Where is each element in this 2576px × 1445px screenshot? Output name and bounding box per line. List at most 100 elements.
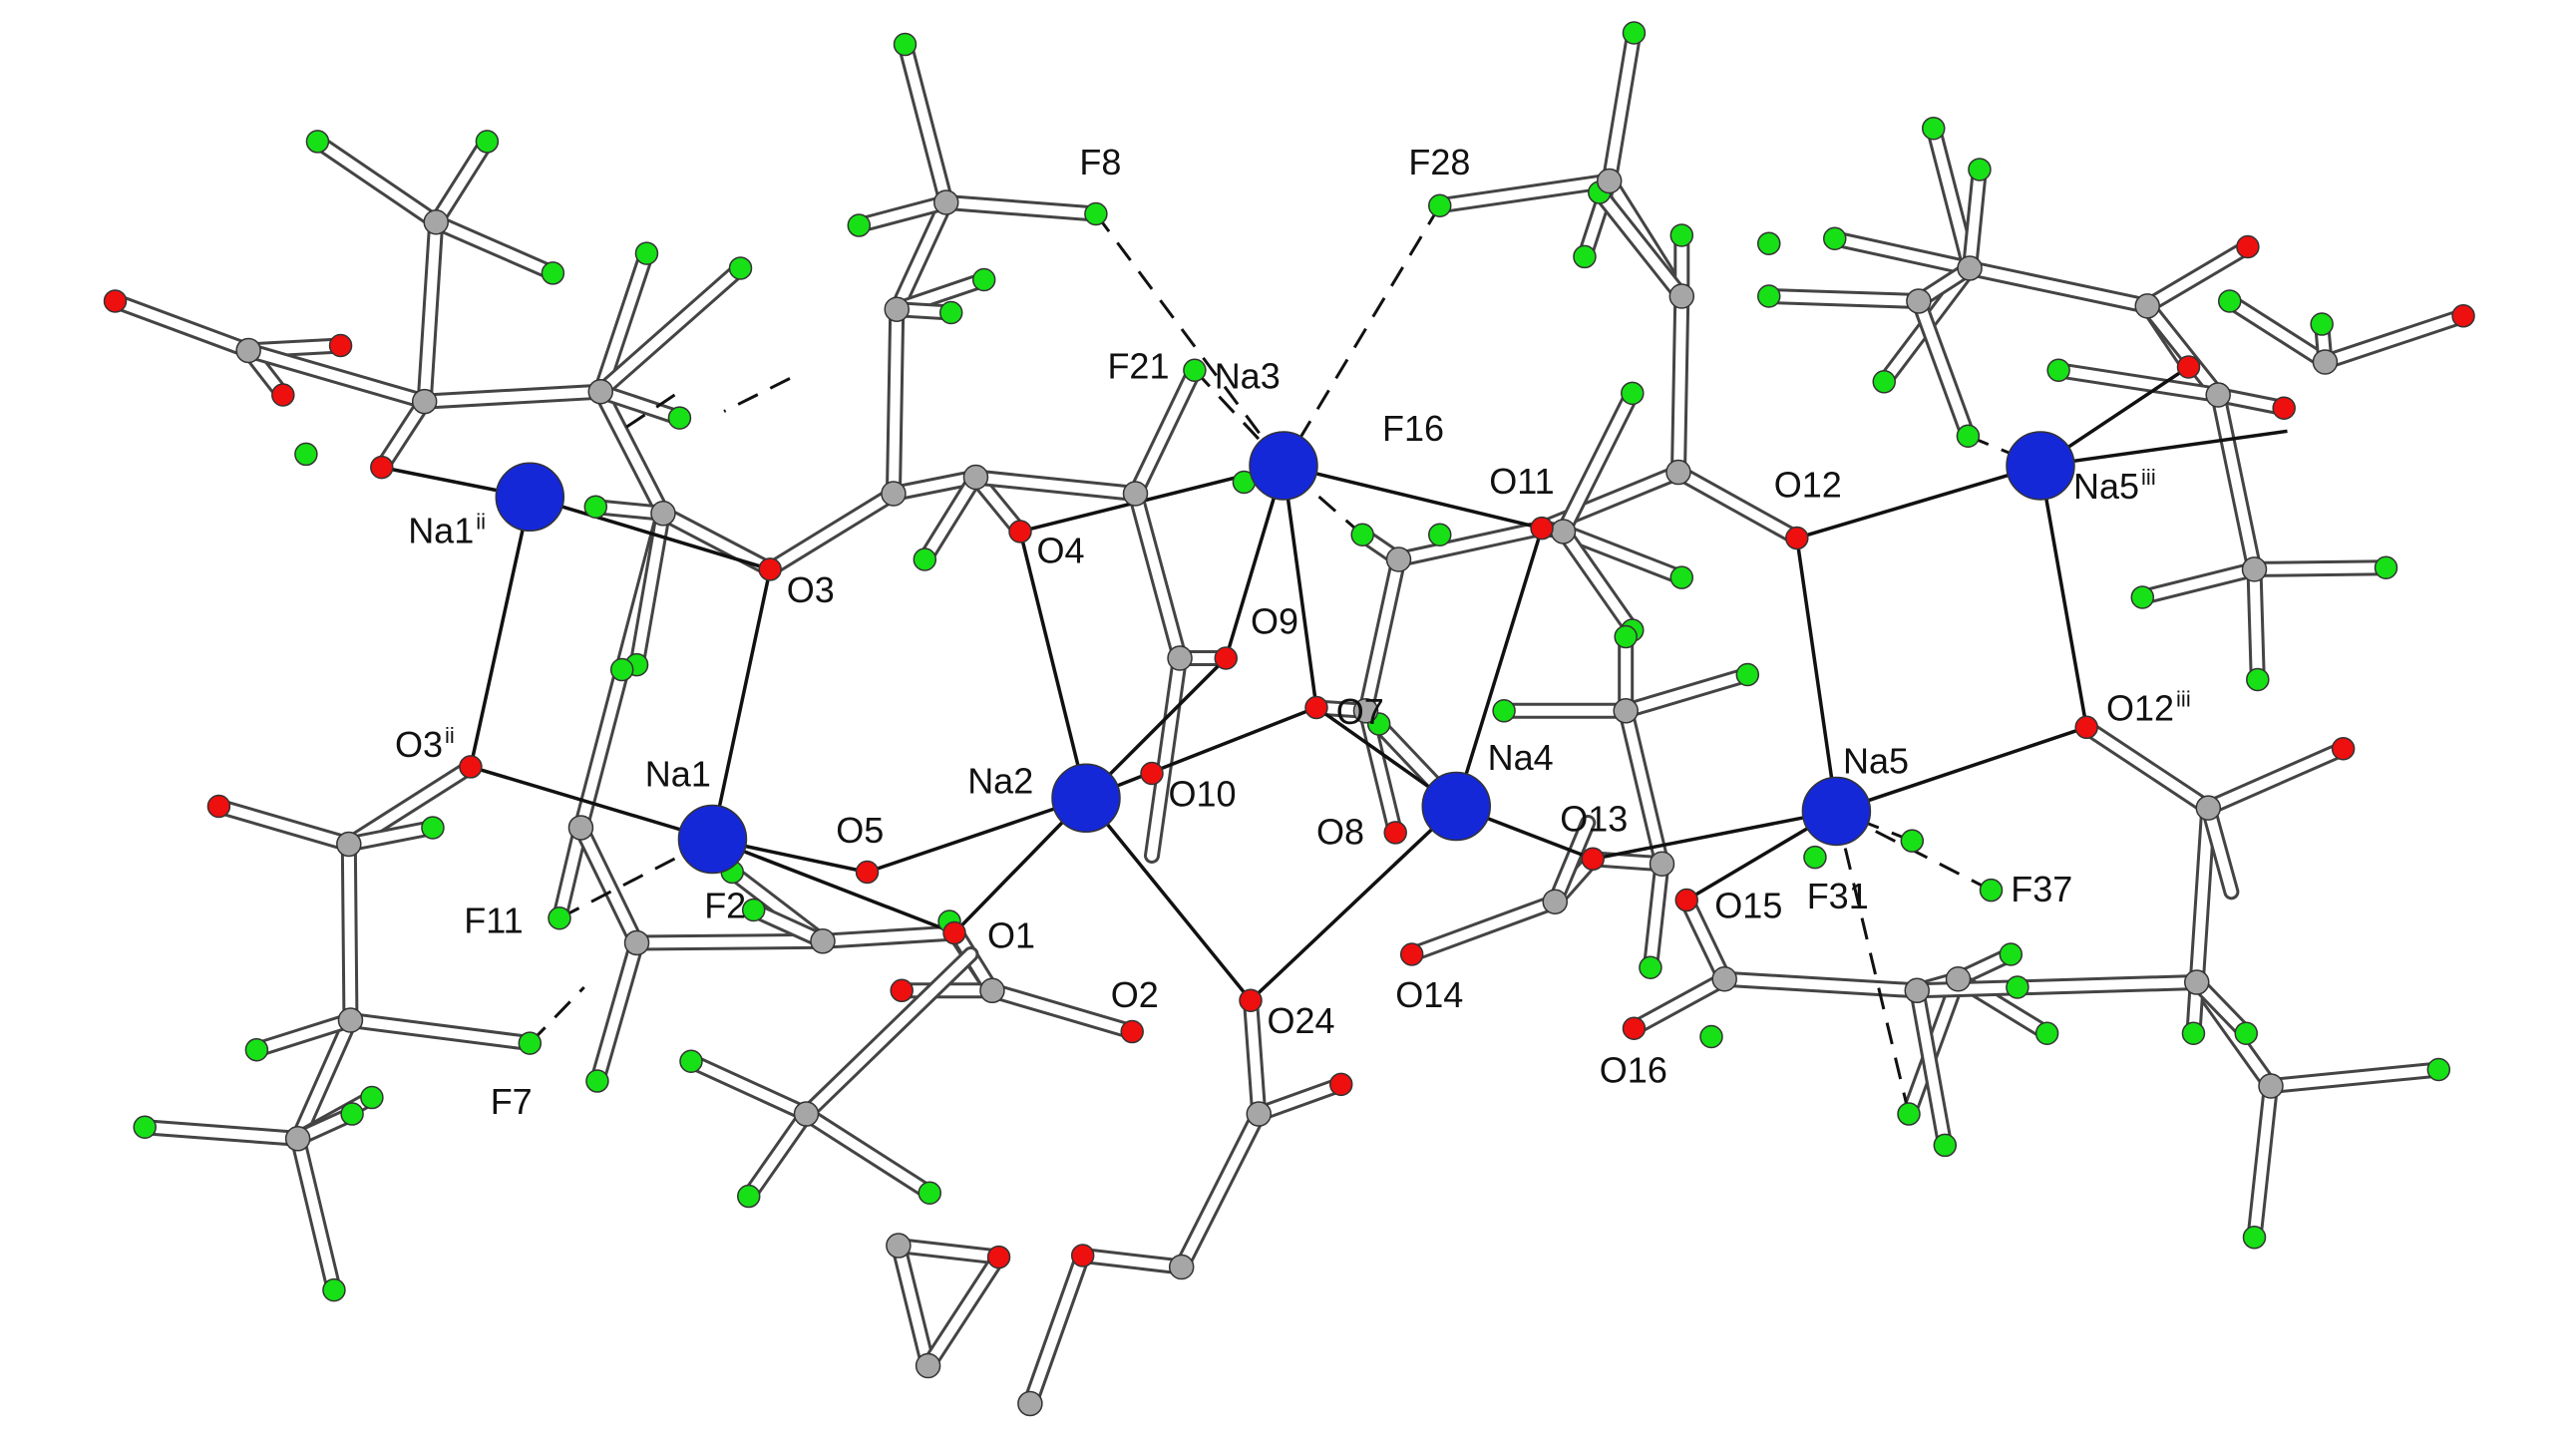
oxygen-atom <box>370 455 394 480</box>
fluorine-atom <box>1699 1024 1723 1049</box>
coordination-bond <box>1795 538 1839 812</box>
stick-bond <box>416 383 609 410</box>
carbon-atom <box>1596 168 1623 194</box>
stick-bond <box>2188 800 2217 991</box>
stick-bond <box>340 836 359 1028</box>
fluorine-atom <box>679 1049 703 1073</box>
oxygen-atom <box>2176 355 2201 379</box>
stick-bond <box>309 133 445 230</box>
oxygen-atom <box>1239 988 1263 1012</box>
sodium-atom <box>677 804 748 875</box>
coordination-bond <box>1282 465 1318 708</box>
stick-bond <box>2246 560 2266 688</box>
stick-bond <box>588 934 645 1090</box>
stick-bond <box>920 1249 1007 1374</box>
stick-bond <box>2134 560 2263 605</box>
carbon-atom <box>2134 293 2160 319</box>
coordination-bond <box>2039 429 2288 468</box>
fluorine-atom <box>1968 158 1992 181</box>
stick-bond <box>2050 362 2227 403</box>
stick-bond <box>592 259 749 400</box>
fluorine-atom <box>1757 231 1781 255</box>
fluorine-atom <box>1428 193 1452 217</box>
sodium-atom <box>1801 776 1872 847</box>
stick-bond <box>1127 486 1189 666</box>
fluorine-atom <box>2310 312 2334 336</box>
carbon-atom <box>886 1233 912 1259</box>
stick-bond <box>1547 815 1597 910</box>
stick-bonds <box>107 25 2472 1412</box>
fluorine-atom <box>294 442 318 467</box>
stick-bond <box>248 1012 359 1058</box>
stick-bond <box>897 36 954 210</box>
fluorine-atom <box>634 241 659 265</box>
coordination-bond <box>1085 705 1317 800</box>
atom-label-na1: Na1 <box>645 754 711 795</box>
carbon-atom <box>650 501 676 527</box>
stick-bond <box>890 1238 1007 1265</box>
coordination-bond <box>711 837 955 935</box>
oxygen-atom <box>1304 695 1328 720</box>
fluorine-atom <box>918 1181 941 1205</box>
stick-bond <box>592 383 671 522</box>
stick-bond <box>2210 387 2263 577</box>
stick-bond <box>885 301 906 502</box>
carbon-atom <box>1122 481 1149 507</box>
stick-bond <box>851 193 954 234</box>
oxygen-atom <box>2074 715 2098 740</box>
coordination-bonds <box>381 365 2288 1002</box>
carbon-atom <box>1613 698 1639 724</box>
carbon-atom <box>1352 698 1379 724</box>
fluorine-atom <box>1621 381 1645 406</box>
stick-bond <box>628 932 831 951</box>
stick-bond <box>1909 982 1954 1154</box>
carbon-atom <box>2184 969 2210 995</box>
carbon-atom <box>810 928 836 954</box>
fluorine-atom <box>1999 942 2024 966</box>
stick-bond <box>2139 238 2256 314</box>
atom-label-superscript: ii <box>476 510 486 535</box>
oxygen-atom <box>1120 1019 1144 1044</box>
hydrogen-bond-contact <box>1282 204 1442 467</box>
stick-bond <box>1074 1247 1190 1275</box>
stick-bond <box>340 758 479 853</box>
carbon-atom <box>915 1352 941 1379</box>
stick-bond <box>373 393 433 476</box>
hydrogen-bond-contact <box>558 838 714 920</box>
carbon-atom <box>1665 459 1691 486</box>
atom-label-na4: Na4 <box>1488 737 1554 778</box>
atom-label-o9: O9 <box>1251 600 1298 641</box>
oxygen-atom <box>271 383 295 407</box>
atom-label-f16: F16 <box>1382 408 1444 449</box>
carbon-atom <box>884 296 910 322</box>
stick-bond <box>289 1012 359 1147</box>
hydrogen-bond-contact <box>1835 810 1913 843</box>
atom-label-o8: O8 <box>1316 811 1364 852</box>
atom-label-f11: F11 <box>464 901 523 941</box>
coordination-bond <box>1283 464 1543 531</box>
carbon-atom <box>1906 288 1932 314</box>
stick-bond <box>1601 25 1643 189</box>
atom-label-o13: O13 <box>1560 798 1628 839</box>
fluorine-atom <box>518 1031 543 1055</box>
fluorine-atom <box>305 130 330 154</box>
stick-bond <box>1678 892 1733 987</box>
atom-label-o24: O24 <box>1268 1000 1335 1041</box>
carbon-atom <box>2312 349 2339 375</box>
stick-bond <box>342 1012 539 1052</box>
oxygen-atom <box>1785 526 1809 550</box>
stick-bond <box>2200 740 2352 817</box>
stick-bond <box>1021 1247 1091 1412</box>
atom-label-f8: F8 <box>1079 142 1121 182</box>
carbon-atom <box>2195 795 2222 821</box>
oxygen-atom <box>1329 1072 1353 1097</box>
stick-bond <box>654 505 779 577</box>
fluorine-atom <box>1084 201 1108 226</box>
carbon-atom <box>2205 382 2231 408</box>
oxygen-atom <box>855 860 880 885</box>
sodium-atom <box>1051 763 1121 833</box>
stick-bond <box>1826 230 1979 276</box>
stick-bond <box>340 819 441 853</box>
stick-bond <box>1910 292 1977 445</box>
